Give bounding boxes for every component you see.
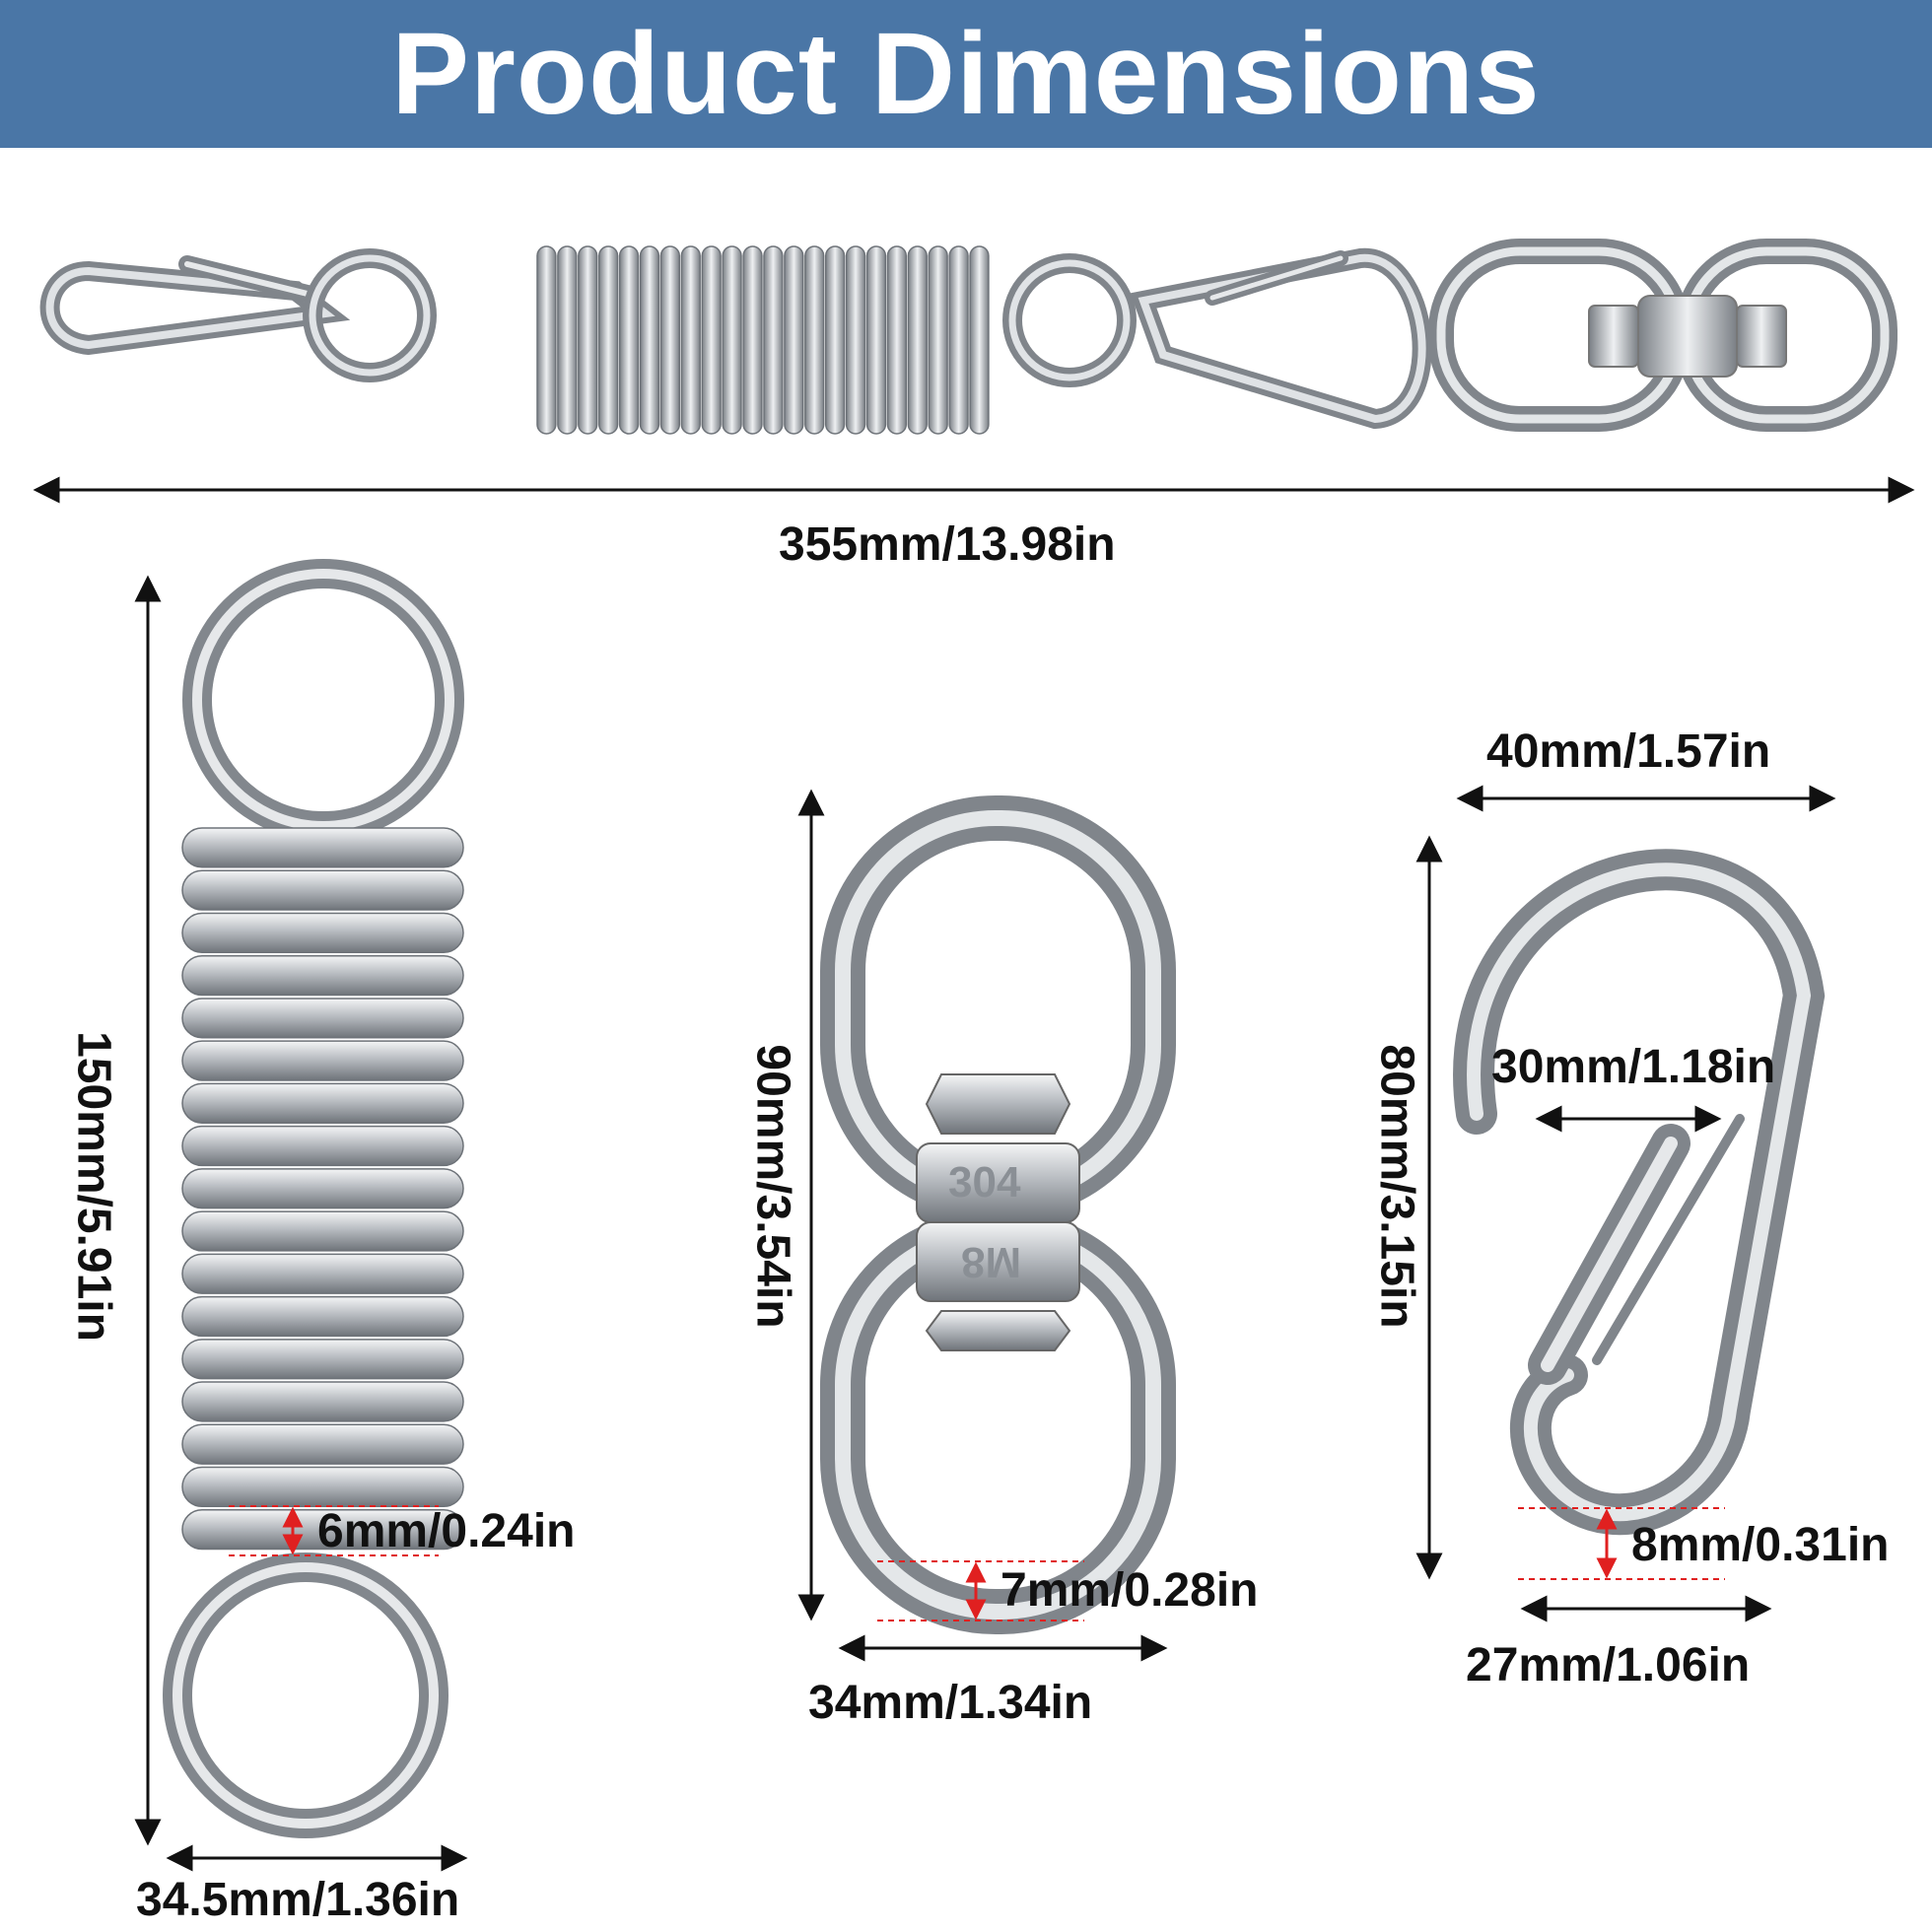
- coil-turn: [181, 1466, 464, 1508]
- coil-turn: [181, 1423, 464, 1465]
- assembly-spring: [536, 245, 990, 435]
- swivel-dimension-arrows: [797, 789, 1168, 1662]
- title-banner: Product Dimensions: [0, 0, 1932, 148]
- coil-turn: [536, 245, 557, 435]
- coil-turn: [618, 245, 640, 435]
- coil-turn: [639, 245, 660, 435]
- spring-width-label: 34.5mm/1.36in: [136, 1874, 460, 1926]
- swivel-bolt: [916, 1073, 1080, 1351]
- coil-turn: [701, 245, 722, 435]
- coil-turn: [181, 1210, 464, 1252]
- snap-hook-height-label: 80mm/3.15in: [1370, 1044, 1423, 1329]
- coil-turn: [969, 245, 990, 435]
- coil-turn: [181, 1509, 464, 1551]
- coil-turn: [181, 1040, 464, 1081]
- spring-dimension-arrows: [134, 575, 468, 1872]
- snap-hook-body: [1453, 849, 1826, 1536]
- snap-hook-top-width-label: 40mm/1.57in: [1486, 725, 1771, 778]
- assembly-snap-hook-right: [1130, 247, 1432, 430]
- coil-turn: [722, 245, 742, 435]
- coil-turn: [181, 827, 464, 868]
- swivel-stamp-size: M8: [961, 1238, 1022, 1286]
- assembly-snap-hook-left: [39, 255, 351, 356]
- page-title: Product Dimensions: [391, 9, 1541, 139]
- coil-turn: [907, 245, 928, 435]
- snap-hook-wire-label: 8mm/0.31in: [1631, 1519, 1890, 1571]
- coil-turn: [181, 1339, 464, 1380]
- spring-height-label: 150mm/5.91in: [67, 1031, 120, 1342]
- assembly-ring-left: [303, 248, 437, 382]
- coil-turn: [181, 1125, 464, 1167]
- coil-turn: [845, 245, 866, 435]
- coil-turn: [181, 954, 464, 997]
- assembly-ring-right: [1002, 253, 1137, 387]
- coil-turn: [784, 245, 804, 435]
- assembly-swivel: [1428, 239, 1898, 432]
- coil-turn: [680, 245, 701, 435]
- snap-hook-bottom-width-label: 27mm/1.06in: [1466, 1639, 1751, 1691]
- coil-turn: [557, 245, 578, 435]
- swivel-height-label: 90mm/3.54in: [746, 1044, 799, 1329]
- coil-turn: [824, 245, 846, 435]
- coil-turn: [659, 245, 681, 435]
- coil-turn: [742, 245, 763, 435]
- coil-turn: [181, 1082, 464, 1124]
- coil-turn: [886, 245, 908, 435]
- coil-turn: [181, 912, 464, 953]
- spring-wire-label: 6mm/0.24in: [317, 1505, 576, 1557]
- coil-turn: [181, 1253, 464, 1294]
- snap-hook-opening-label: 30mm/1.18in: [1491, 1041, 1776, 1093]
- coil-turn: [763, 245, 784, 435]
- swivel-wire-label: 7mm/0.28in: [1000, 1564, 1259, 1617]
- spring-bottom-ring: [163, 1552, 448, 1838]
- coil-turn: [804, 245, 825, 435]
- spring-top-ring: [182, 559, 464, 841]
- coil-turn: [181, 998, 464, 1039]
- assembly-length-label: 355mm/13.98in: [779, 518, 1116, 571]
- spring-coils: [181, 827, 464, 1551]
- coil-turn: [948, 245, 969, 435]
- coil-turn: [928, 245, 948, 435]
- coil-turn: [578, 245, 598, 435]
- coil-turn: [597, 245, 619, 435]
- swivel-width-label: 34mm/1.34in: [808, 1677, 1093, 1729]
- coil-turn: [865, 245, 887, 435]
- coil-turn: [181, 1168, 464, 1209]
- coil-turn: [181, 1381, 464, 1422]
- coil-turn: [181, 869, 464, 911]
- swivel-stamp-material: 304: [948, 1158, 1021, 1207]
- coil-turn: [181, 1295, 464, 1338]
- snap-hook-dimension-arrows: [1415, 785, 1836, 1622]
